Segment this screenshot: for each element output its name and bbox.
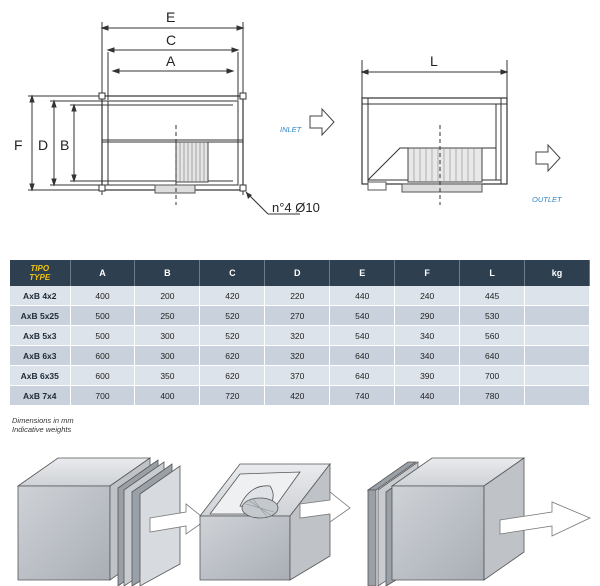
inlet-arrow-icon xyxy=(309,107,335,137)
table-cell: 300 xyxy=(134,345,201,366)
type-column-header: TIPO TYPE xyxy=(10,260,71,286)
table-cell: 340 xyxy=(394,325,461,346)
table-cell: 240 xyxy=(394,286,461,306)
column-header-D: D xyxy=(264,260,331,286)
table-cell: 320 xyxy=(264,345,331,366)
table-cell: 340 xyxy=(394,345,461,366)
table-cell: 640 xyxy=(459,345,526,366)
column-header-A: A xyxy=(70,260,136,286)
duct-inlet xyxy=(16,457,181,586)
table-cell: 740 xyxy=(329,385,396,406)
table-cell: 530 xyxy=(459,305,526,326)
table-row: AxB 5x3 500 300 520 320 540 340 560 xyxy=(10,325,590,346)
table-cell: 350 xyxy=(134,365,201,386)
table-cell: 500 xyxy=(70,305,136,326)
table-row: AxB 7x4 700 400 720 420 740 440 780 xyxy=(10,385,590,406)
side-view-drawing: L INLET OUTLET xyxy=(280,53,563,205)
type-cell: AxB 7x4 xyxy=(10,385,71,406)
table-cell: 560 xyxy=(459,325,526,346)
table-row: AxB 5x25 500 250 520 270 540 290 530 xyxy=(10,305,590,326)
column-header-F: F xyxy=(394,260,461,286)
airflow-arrow-1-icon xyxy=(149,503,207,535)
installation-illustration xyxy=(16,457,591,586)
table-cell: 200 xyxy=(134,286,201,306)
table-cell: 720 xyxy=(199,385,266,406)
fan-unit xyxy=(199,462,331,581)
dim-label-E: E xyxy=(166,9,175,25)
table-cell: 440 xyxy=(329,286,396,306)
type-header-en: TYPE xyxy=(29,273,51,282)
column-header-B: B xyxy=(134,260,201,286)
airflow-arrow-2-icon xyxy=(299,491,351,523)
table-cell: 620 xyxy=(199,365,266,386)
table-cell: 290 xyxy=(394,305,461,326)
weights-note: Indicative weights xyxy=(12,425,72,434)
table-cell: 270 xyxy=(264,305,331,326)
dim-label-A: A xyxy=(166,53,176,69)
table-cell: 220 xyxy=(264,286,331,306)
table-header-row: TIPO TYPE A B C D E F L kg xyxy=(10,260,590,286)
table-cell xyxy=(524,286,590,306)
front-view-drawing: E C A F D B n°4 Ø10 xyxy=(14,9,320,215)
type-cell: AxB 6x35 xyxy=(10,365,71,386)
table-row: AxB 6x35 600 350 620 370 640 390 700 xyxy=(10,365,590,386)
table-row: AxB 6x3 600 300 620 320 640 340 640 xyxy=(10,345,590,366)
table-cell: 445 xyxy=(459,286,526,306)
table-cell: 400 xyxy=(70,286,136,306)
table-cell: 700 xyxy=(459,365,526,386)
type-header-it: TIPO xyxy=(30,264,50,273)
table-cell xyxy=(524,305,590,326)
dimensions-table: TIPO TYPE A B C D E F L kg AxB 4x2 400 2… xyxy=(10,260,590,406)
dim-label-B: B xyxy=(60,137,69,153)
table-cell: 600 xyxy=(70,365,136,386)
dim-label-D: D xyxy=(38,137,48,153)
table-notes: Dimensions in mm Indicative weights xyxy=(12,416,74,434)
table-cell: 400 xyxy=(134,385,201,406)
table-cell: 540 xyxy=(329,325,396,346)
column-header-L: L xyxy=(459,260,526,286)
type-cell: AxB 4x2 xyxy=(10,286,71,306)
table-cell: 600 xyxy=(70,345,136,366)
table-cell: 370 xyxy=(264,365,331,386)
table-cell: 440 xyxy=(394,385,461,406)
type-cell: AxB 6x3 xyxy=(10,345,71,366)
column-header-kg: kg xyxy=(524,260,590,286)
impeller-front xyxy=(154,125,209,205)
inlet-label: INLET xyxy=(280,125,303,134)
dim-label-L: L xyxy=(430,53,438,69)
column-header-C: C xyxy=(199,260,266,286)
table-cell: 640 xyxy=(329,365,396,386)
table-cell: 420 xyxy=(199,286,266,306)
outlet-label: OUTLET xyxy=(532,195,563,204)
table-cell xyxy=(524,385,590,406)
table-cell: 300 xyxy=(134,325,201,346)
outlet-arrow-icon xyxy=(535,143,561,173)
table-cell xyxy=(524,365,590,386)
airflow-arrow-3-icon xyxy=(499,501,591,537)
table-cell: 420 xyxy=(264,385,331,406)
dim-label-F: F xyxy=(14,137,23,153)
type-cell: AxB 5x25 xyxy=(10,305,71,326)
table-cell: 540 xyxy=(329,305,396,326)
table-cell xyxy=(524,325,590,346)
table-cell: 620 xyxy=(199,345,266,366)
table-cell: 780 xyxy=(459,385,526,406)
table-cell: 390 xyxy=(394,365,461,386)
impeller-side xyxy=(367,125,483,205)
holes-note: n°4 Ø10 xyxy=(272,200,320,215)
dimensions-note: Dimensions in mm xyxy=(12,416,74,425)
table-cell: 320 xyxy=(264,325,331,346)
table-cell xyxy=(524,345,590,366)
table-cell: 250 xyxy=(134,305,201,326)
table-row: AxB 4x2 400 200 420 220 440 240 445 xyxy=(10,286,590,306)
table-cell: 500 xyxy=(70,325,136,346)
table-cell: 520 xyxy=(199,325,266,346)
table-cell: 700 xyxy=(70,385,136,406)
dim-label-C: C xyxy=(166,32,176,48)
table-cell: 640 xyxy=(329,345,396,366)
type-cell: AxB 5x3 xyxy=(10,325,71,346)
table-cell: 520 xyxy=(199,305,266,326)
column-header-E: E xyxy=(329,260,396,286)
